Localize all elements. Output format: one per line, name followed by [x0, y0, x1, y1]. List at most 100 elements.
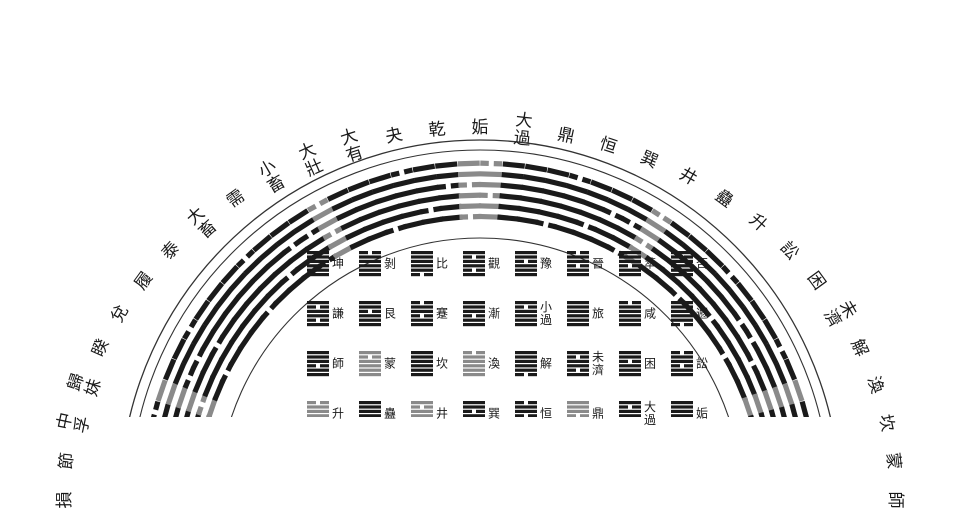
- yang-line: [567, 260, 589, 263]
- yin-line: [463, 410, 472, 413]
- yang-line: [463, 273, 485, 276]
- yang-line: [359, 260, 381, 263]
- yang-line: [359, 373, 381, 376]
- yin-line: [567, 369, 576, 372]
- yang-line: [554, 226, 575, 233]
- yang-line: [162, 404, 168, 417]
- yang-line: [543, 191, 564, 196]
- grid-hexagram-name: 困: [644, 358, 656, 371]
- yang-line: [411, 260, 433, 263]
- yin-line: [359, 355, 368, 358]
- yin-line: [580, 355, 589, 358]
- yang-line: [515, 364, 537, 367]
- yang-line: [738, 358, 748, 378]
- yang-line: [158, 380, 165, 401]
- yang-line: [376, 196, 397, 203]
- rim-label: 姤: [472, 119, 489, 137]
- yang-line: [203, 331, 214, 350]
- yin-line: [424, 301, 433, 304]
- yang-line: [478, 216, 500, 217]
- grid-hexagram: [567, 351, 589, 376]
- grid-hexagram: [359, 351, 381, 376]
- yin-line: [307, 364, 316, 367]
- grid-hexagram: [463, 301, 485, 326]
- yang-line: [548, 170, 569, 175]
- yang-line: [359, 410, 381, 413]
- yang-line: [671, 260, 693, 263]
- yang-line: [671, 401, 693, 404]
- yin-line: [652, 211, 659, 216]
- yin-line: [619, 301, 628, 304]
- yin-line: [193, 361, 197, 369]
- yang-line: [525, 166, 547, 170]
- yin-line: [567, 355, 576, 358]
- ring-hexagram: [458, 163, 482, 217]
- yang-line: [563, 196, 584, 203]
- yang-line: [411, 369, 433, 372]
- yang-line: [721, 297, 735, 314]
- yin-line: [619, 264, 628, 267]
- yang-line: [307, 323, 329, 326]
- yang-line: [524, 177, 546, 181]
- yang-line: [364, 222, 385, 230]
- yin-line: [515, 373, 524, 376]
- yin-line: [184, 331, 188, 338]
- yang-line: [515, 319, 537, 322]
- yin-line: [308, 206, 315, 210]
- yang-line: [359, 323, 381, 326]
- yang-line: [195, 372, 204, 392]
- grid-hexagram-name: 萃: [644, 258, 656, 271]
- yin-line: [320, 364, 329, 367]
- yang-line: [738, 283, 752, 300]
- yang-line: [307, 369, 329, 372]
- yang-line: [671, 405, 693, 408]
- yang-line: [359, 269, 381, 272]
- yang-line: [307, 314, 329, 317]
- yin-line: [632, 264, 641, 267]
- yang-line: [196, 301, 208, 319]
- yang-line: [587, 192, 608, 200]
- yang-line: [612, 237, 631, 248]
- yang-line: [245, 258, 261, 273]
- yang-line: [260, 274, 276, 289]
- yin-line: [632, 301, 641, 304]
- yang-line: [463, 401, 485, 404]
- yin-line: [424, 314, 433, 317]
- yin-line: [191, 320, 195, 327]
- yang-line: [765, 391, 772, 412]
- yin-line: [476, 269, 485, 272]
- yang-line: [515, 369, 537, 372]
- yang-line: [295, 220, 314, 232]
- grid-hexagram: [515, 251, 537, 276]
- yang-line: [567, 314, 589, 317]
- yang-line: [289, 211, 308, 223]
- yin-line: [185, 380, 188, 388]
- yang-line: [350, 238, 370, 247]
- yang-line: [459, 206, 481, 207]
- yang-line: [619, 351, 641, 354]
- yang-line: [567, 405, 589, 408]
- yang-line: [359, 319, 381, 322]
- yang-line: [567, 364, 589, 367]
- yang-line: [594, 229, 614, 238]
- grid-hexagram: [515, 301, 537, 326]
- yang-line: [307, 301, 329, 304]
- yang-line: [267, 281, 283, 296]
- yang-line: [520, 198, 542, 202]
- yang-line: [411, 251, 433, 254]
- yang-line: [463, 360, 485, 363]
- yang-line: [747, 376, 756, 396]
- grid-hexagram: [307, 401, 329, 417]
- yin-line: [684, 255, 693, 258]
- yang-line: [438, 196, 460, 198]
- yang-line: [757, 372, 766, 392]
- grid-hexagram: [567, 401, 589, 417]
- grid-hexagram-name: 解: [540, 358, 552, 371]
- yin-line: [307, 305, 316, 308]
- yang-line: [359, 364, 381, 367]
- yang-line: [522, 187, 544, 191]
- yang-line: [225, 297, 239, 314]
- yang-line: [538, 211, 559, 216]
- yang-line: [463, 301, 485, 304]
- yang-line: [341, 219, 361, 228]
